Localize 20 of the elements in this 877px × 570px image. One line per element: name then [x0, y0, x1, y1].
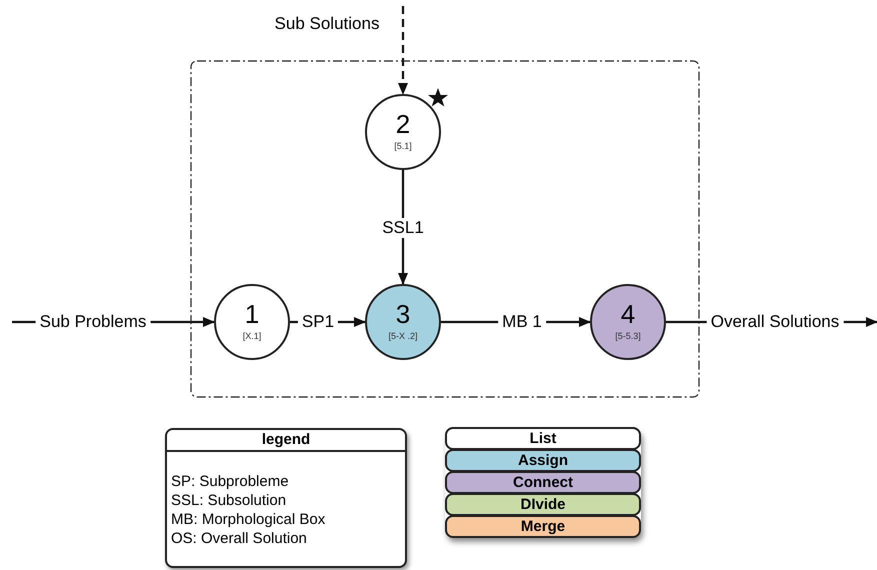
legend-entry: SP: Subprobleme: [170, 472, 290, 491]
legend-label: Assign: [518, 453, 568, 468]
node-number: 3: [396, 301, 410, 328]
node-index: [5-X .2]: [388, 331, 418, 343]
legend-label: Merge: [520, 519, 566, 534]
node-number: 4: [620, 301, 636, 328]
arrow: [398, 6, 408, 95]
legend-title: legend: [167, 430, 405, 452]
node-index: [5.1]: [394, 141, 412, 153]
legend-label: DIvide: [520, 497, 566, 512]
node-index: [5-5.3]: [615, 331, 641, 343]
node-index: [X.1]: [242, 331, 262, 343]
legend-entry: SSL: Subsolution: [170, 491, 288, 510]
node-number: 2: [396, 111, 410, 138]
legend-box: [165, 428, 407, 568]
legend-entry: OS: Overall Solution: [170, 529, 308, 548]
legend-label: Connect: [513, 475, 573, 490]
legend-entry: MB: Morphological Box: [170, 510, 326, 529]
legend-label: List: [530, 431, 556, 446]
node-number: 1: [244, 301, 260, 328]
